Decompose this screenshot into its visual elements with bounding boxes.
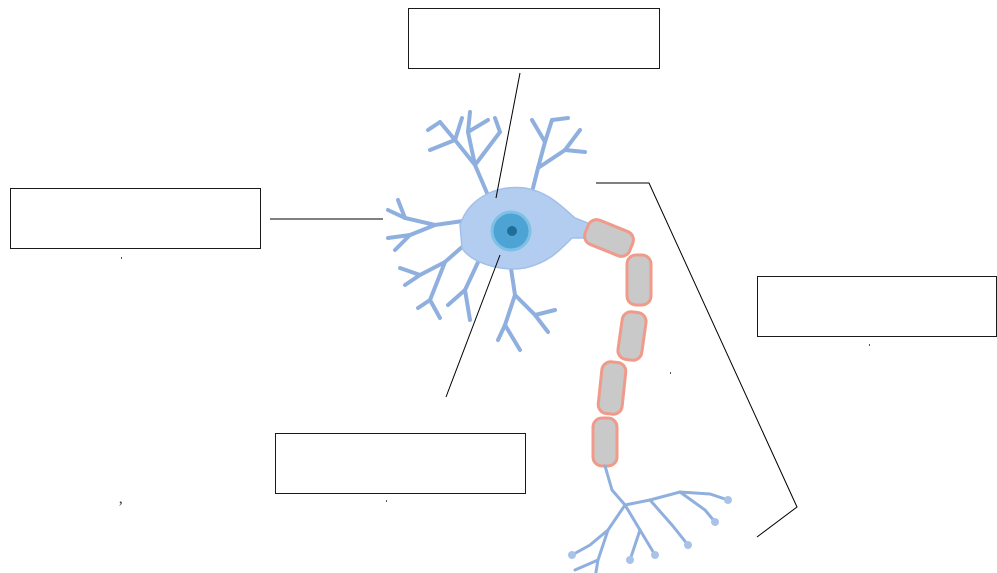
leader-lines xyxy=(270,73,797,537)
nucleolus xyxy=(507,226,517,236)
stray-glyph: ’ xyxy=(118,499,123,516)
terminal-buttons xyxy=(568,496,732,564)
axon-terminals xyxy=(572,466,728,572)
myelin-sheaths xyxy=(582,217,651,466)
